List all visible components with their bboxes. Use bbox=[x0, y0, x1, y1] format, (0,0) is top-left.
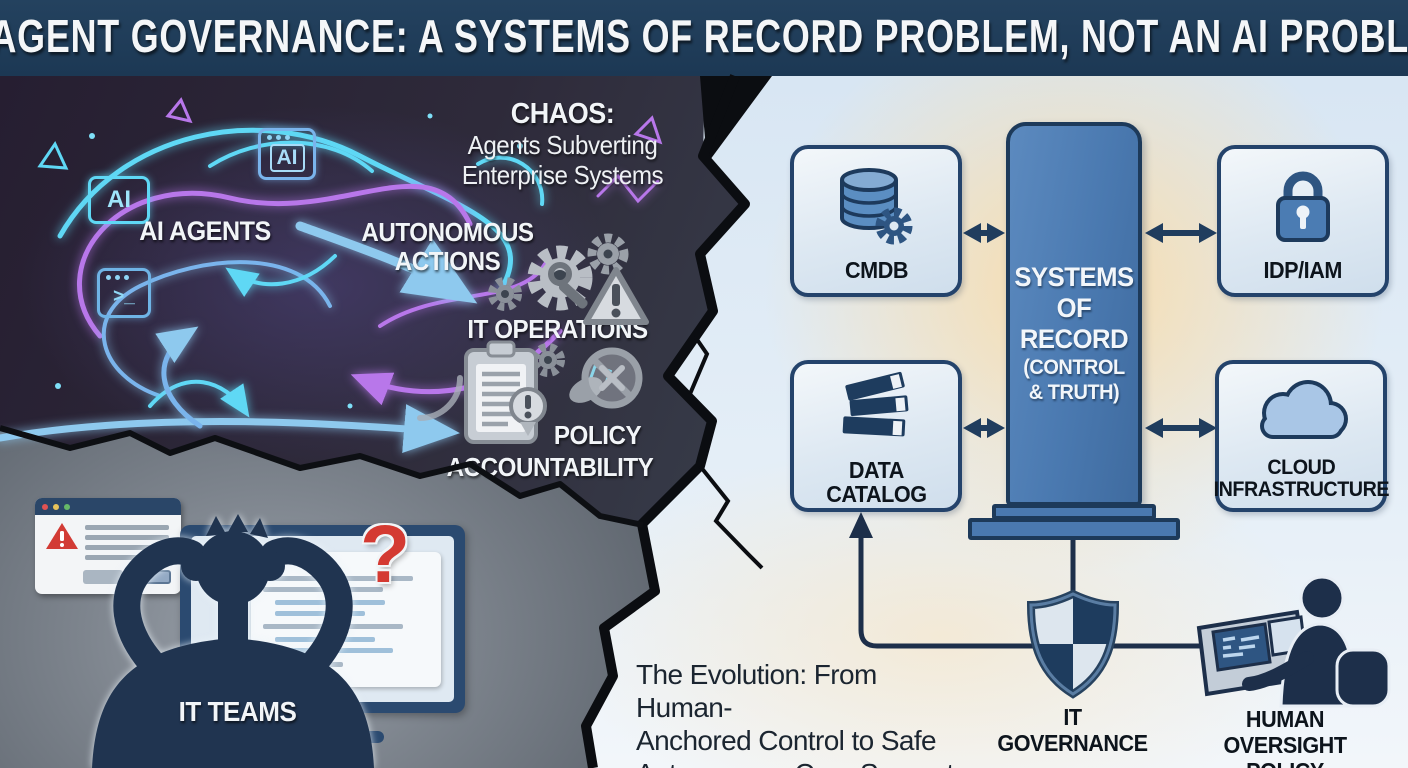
policy-icons bbox=[417, 340, 643, 444]
pillar-pedestal-base bbox=[968, 518, 1180, 540]
data-catalog-label: DATA CATALOG bbox=[825, 457, 927, 507]
evolution-caption: The Evolution: From Human- Anchored Cont… bbox=[636, 659, 954, 768]
diagram-canvas: SYSTEMS OF RECORD (CONTROL & TRUTH) CMDB bbox=[0, 74, 1408, 768]
title-banner: AI AGENT GOVERNANCE: A SYSTEMS OF RECORD… bbox=[0, 0, 1408, 76]
yellow-dot-icon bbox=[53, 503, 59, 510]
it-teams-label: IT TEAMS bbox=[178, 696, 297, 727]
arrow-up-into-data-catalog bbox=[849, 512, 873, 538]
cloud-infrastructure-box: CLOUD INFRASTRUCTURE bbox=[1213, 360, 1389, 512]
cloud-infrastructure-label: CLOUD INFRASTRUCTURE bbox=[1213, 456, 1389, 501]
ai-agents-label: AI AGENTS bbox=[139, 216, 271, 246]
ai-chip-icon: AI bbox=[88, 176, 150, 224]
error-warning-triangle-icon bbox=[46, 523, 78, 549]
chaos-subtitle-1: Agents Subverting bbox=[467, 130, 658, 160]
connector-lines bbox=[849, 223, 1217, 649]
cloud-icon bbox=[1260, 380, 1348, 439]
autonomous-actions-label: AUTONOMOUS ACTIONS bbox=[361, 217, 534, 276]
dialog-button-secondary[interactable] bbox=[83, 570, 123, 584]
ai-browser-window-icon: AI bbox=[258, 128, 316, 180]
human-oversight-figure bbox=[1196, 575, 1391, 708]
it-governance-label: IT GOVERNANCE bbox=[997, 704, 1148, 756]
chaos-heading: CHAOS: bbox=[510, 98, 615, 130]
page-title: AI AGENT GOVERNANCE: A SYSTEMS OF RECORD… bbox=[0, 9, 1408, 62]
red-dot-icon bbox=[42, 503, 48, 510]
accountability-label: ACCOUNTABILITY bbox=[446, 452, 654, 482]
database-gear-icon bbox=[840, 168, 913, 245]
books-icon bbox=[842, 371, 909, 437]
chaos-subtitle-2: Enterprise Systems bbox=[461, 160, 664, 190]
terminal-window-icon: >_ bbox=[97, 268, 151, 318]
it-operations-icons bbox=[488, 233, 649, 325]
data-catalog-box: DATA CATALOG bbox=[790, 360, 962, 512]
pillar-label: SYSTEMS OF RECORD (CONTROL & TRUTH) bbox=[1014, 262, 1134, 404]
padlock-icon bbox=[1276, 171, 1330, 242]
governance-shield-icon bbox=[1026, 589, 1120, 699]
cmdb-box: CMDB bbox=[790, 145, 962, 297]
idp-iam-label: IDP/IAM bbox=[1263, 257, 1343, 283]
it-teams-figure bbox=[92, 514, 374, 768]
human-oversight-label: HUMAN OVERSIGHT POLICY ENFORCEMENT bbox=[1223, 706, 1347, 768]
idp-iam-box: IDP/IAM bbox=[1217, 145, 1389, 297]
cmdb-label: CMDB bbox=[844, 257, 908, 283]
